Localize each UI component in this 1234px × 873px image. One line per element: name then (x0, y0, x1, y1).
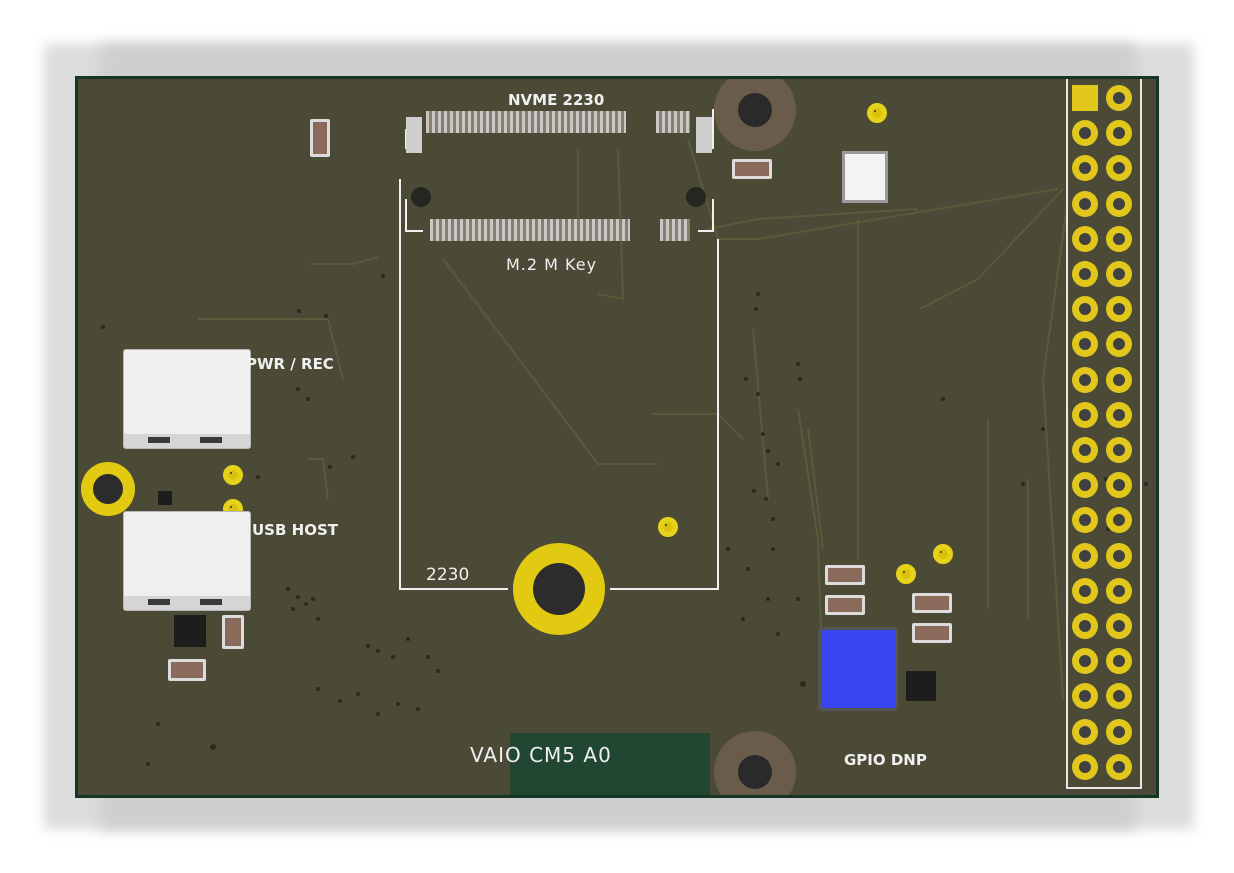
via-gold (933, 544, 953, 564)
capacitor (732, 159, 772, 179)
gpio-pin (1106, 120, 1132, 147)
gpio-pins: (function(){ var host = document.current… (1072, 85, 1134, 785)
m2-connector-top-row-right (656, 111, 690, 133)
gpio-pin (1106, 718, 1132, 745)
gpio-pin (1106, 613, 1132, 639)
gpio-pin (1106, 401, 1132, 428)
pcb-traces (101, 109, 1148, 766)
gpio-pin (1072, 331, 1098, 358)
gpio-pin (1072, 261, 1098, 287)
mounting-hole-bottom-center (738, 755, 772, 789)
crystal (842, 151, 888, 203)
usb-c-connector-host (123, 511, 251, 611)
gpio-pin (1072, 472, 1098, 499)
ic-usb-switch (174, 615, 206, 647)
capacitor (825, 565, 865, 585)
ic-regulator (906, 671, 936, 701)
capacitor (310, 119, 330, 157)
pwr-rec-label: PWR / REC (246, 355, 334, 373)
gpio-pin (1072, 542, 1098, 569)
m2-connector-bottom-row-right (660, 219, 690, 241)
board-label-block (510, 733, 710, 795)
gpio-pin (1072, 718, 1098, 745)
gpio-pin (1072, 190, 1098, 217)
gpio-pin (1106, 225, 1132, 252)
left-mount-hole (93, 474, 123, 504)
gpio-pin (1106, 648, 1132, 675)
capacitor (912, 593, 952, 613)
m2-mounting-pad-left (406, 117, 422, 153)
gpio-pin (1106, 542, 1132, 569)
gpio-pin (1072, 225, 1098, 252)
nvme-label: NVME 2230 (508, 91, 605, 109)
ic-small (158, 491, 172, 505)
m2-alignment-hole-right (686, 187, 706, 207)
gpio-pin (1106, 366, 1132, 393)
via-gold (658, 517, 678, 537)
gpio-pin (1106, 507, 1132, 534)
gpio-pin (1106, 190, 1132, 217)
gpio-pin (1072, 296, 1098, 323)
m2-connector-top-row (426, 111, 626, 133)
usb-host-label: USB HOST (252, 521, 338, 539)
capacitor (222, 615, 244, 649)
gpio-pin1-square (1072, 85, 1098, 111)
gpio-label: GPIO DNP (844, 751, 927, 769)
usb-c-connector-pwr (123, 349, 251, 449)
gpio-pin (1072, 366, 1098, 393)
pcb-board: (function(){ var host = document.current… (75, 76, 1159, 798)
capacitor (825, 595, 865, 615)
via-gold (223, 465, 243, 485)
board-name-label: VAIO CM5 A0 (470, 743, 612, 767)
m2-mounting-pad-right (696, 117, 712, 153)
m2-connector-bottom-row (430, 219, 630, 241)
m2-key-label: M.2 M Key (506, 255, 598, 274)
gpio-pin (1072, 507, 1098, 534)
gpio-pin (1106, 577, 1132, 604)
mounting-hole-top-center (738, 93, 772, 127)
via-gold (896, 564, 916, 584)
gpio-pin (1106, 753, 1132, 780)
capacitor (168, 659, 206, 681)
gpio-pin (1106, 683, 1132, 710)
gpio-pin (1106, 472, 1132, 499)
gpio-pin (1106, 85, 1132, 111)
gpio-header-outline (1066, 79, 1142, 789)
gpio-pin (1072, 120, 1098, 147)
gpio-pin (1072, 437, 1098, 463)
gpio-pin (1072, 613, 1098, 639)
capacitor (912, 623, 952, 643)
gpio-pin (1106, 296, 1132, 323)
gpio-pin (1106, 261, 1132, 287)
gpio-pin (1072, 648, 1098, 675)
gpio-pin (1072, 401, 1098, 428)
m2-alignment-hole-left (411, 187, 431, 207)
gpio-pin (1106, 437, 1132, 463)
m2-standoff-hole (533, 563, 585, 615)
gpio-pin (1072, 577, 1098, 604)
gpio-pin (1106, 155, 1132, 182)
gpio-pin (1072, 155, 1098, 182)
gpio-pin (1106, 331, 1132, 358)
power-inductor (818, 627, 898, 711)
size-2230-label: 2230 (426, 565, 470, 585)
via-gold (867, 103, 887, 123)
gpio-pin (1072, 683, 1098, 710)
gpio-pin (1072, 753, 1098, 780)
